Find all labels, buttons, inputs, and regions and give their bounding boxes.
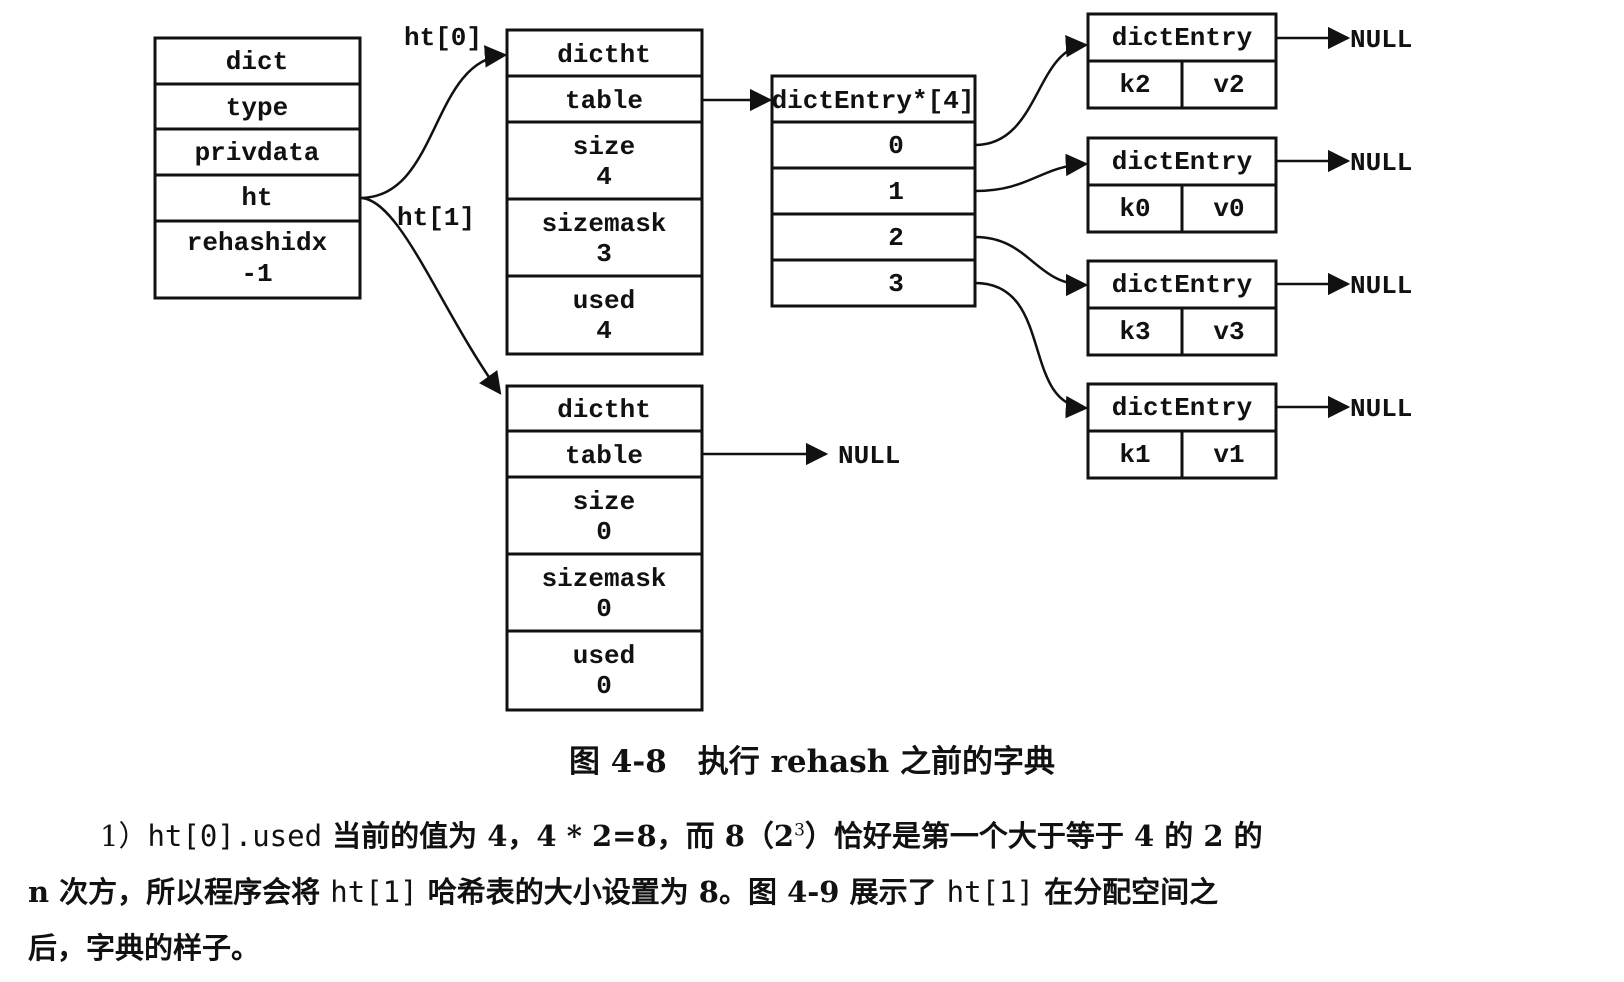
- dictht0-size-label: size: [573, 132, 635, 162]
- dict-rehashidx-value: -1: [241, 259, 272, 289]
- entry-1-null: NULL: [1350, 148, 1412, 178]
- ht1-label: ht[1]: [397, 203, 475, 233]
- dictht0-sizemask-label: sizemask: [542, 209, 667, 239]
- para-code-ht0-used: ht[0].used: [147, 819, 323, 853]
- entry-2-header: dictEntry: [1112, 270, 1253, 300]
- dict-type-field: type: [226, 93, 288, 123]
- dictht0-struct: [505, 28, 704, 356]
- entry-2-key: k3: [1119, 317, 1150, 347]
- dictht1-used-label: used: [573, 641, 635, 671]
- para-num: 1）: [100, 819, 148, 853]
- dictht1-sizemask-label: sizemask: [542, 564, 667, 594]
- dict-rehashidx-label: rehashidx: [187, 228, 327, 258]
- dictht0-title: dictht: [557, 40, 651, 70]
- entry-2-null: NULL: [1350, 271, 1412, 301]
- para-text-5: 展示了: [839, 875, 947, 909]
- entry-3-value: v1: [1213, 440, 1244, 470]
- dict-privdata-field: privdata: [195, 138, 320, 168]
- rehash-diagram: dict type privdata ht rehashidx -1 ht[0]…: [153, 12, 1412, 712]
- arrow-index3-entry: [974, 281, 1089, 419]
- entry-3-key: k1: [1119, 440, 1150, 470]
- entry-0-header: dictEntry: [1112, 23, 1253, 53]
- ht0-label: ht[0]: [404, 23, 482, 53]
- dict-ht-field: ht: [241, 183, 272, 213]
- dictht1-size-value: 0: [596, 517, 612, 547]
- entry-0-value: v2: [1213, 70, 1244, 100]
- dictht1-title: dictht: [557, 395, 651, 425]
- table-array-index-3: 3: [888, 269, 904, 299]
- para-text-6: 在分配空间之: [1033, 875, 1219, 909]
- arrow-index0-entry: [974, 34, 1089, 147]
- entry-2-value: v3: [1213, 317, 1244, 347]
- dictht1-struct: [505, 384, 704, 712]
- dictht1-table-field: table: [565, 441, 643, 471]
- dict-struct: [153, 36, 362, 300]
- dictht0-table-field: table: [565, 86, 643, 116]
- para-figref: 图 4-9: [747, 875, 840, 909]
- entry-1-value: v0: [1213, 194, 1244, 224]
- arrow-ht0: [359, 45, 508, 200]
- dictht1-used-value: 0: [596, 671, 612, 701]
- para-sup: 3: [794, 820, 805, 841]
- entry-0-null: NULL: [1350, 25, 1412, 55]
- para-code-ht1-a: ht[1]: [330, 875, 418, 909]
- arrow-index2-entry: [974, 235, 1089, 297]
- entry-1-header: dictEntry: [1112, 147, 1253, 177]
- entry-0-key: k2: [1119, 70, 1150, 100]
- arrow-index1-entry: [974, 153, 1089, 193]
- body-paragraph: 1）ht[0].used 当前的值为 4，4 * 2=8，而 8（23）恰好是第…: [28, 808, 1588, 976]
- table-array-index-1: 1: [888, 177, 904, 207]
- dictht0-sizemask-value: 3: [596, 239, 612, 269]
- entry-boxes: [1086, 12, 1278, 480]
- table-array-index-2: 2: [888, 223, 904, 253]
- dictht0-used-value: 4: [596, 316, 612, 346]
- dictht0-used-label: used: [573, 286, 635, 316]
- dictht0-size-value: 4: [596, 162, 612, 192]
- para-text-1: 当前的值为 4，4 * 2=8，而 8（2: [322, 819, 795, 853]
- ht1-table-null: NULL: [838, 441, 900, 471]
- entry-1-key: k0: [1119, 194, 1150, 224]
- table-array-header: dictEntry*[4]: [772, 86, 975, 116]
- dictht1-sizemask-value: 0: [596, 594, 612, 624]
- para-text-3: n 次方，所以程序会将: [28, 875, 331, 909]
- para-text-2: ）恰好是第一个大于等于 4 的 2 的: [804, 819, 1263, 853]
- table-array-index-0: 0: [888, 131, 904, 161]
- dictht1-size-label: size: [573, 487, 635, 517]
- figure-caption: 图 4-8 执行 rehash 之前的字典: [568, 744, 1056, 780]
- para-code-ht1-b: ht[1]: [946, 875, 1034, 909]
- dict-title: dict: [226, 47, 288, 77]
- entry-3-null: NULL: [1350, 394, 1412, 424]
- para-text-4: 哈希表的大小设置为 8。: [417, 875, 748, 909]
- arrow-ht1: [359, 196, 502, 395]
- entry-3-header: dictEntry: [1112, 393, 1253, 423]
- para-text-7: 后，字典的样子。: [28, 931, 261, 965]
